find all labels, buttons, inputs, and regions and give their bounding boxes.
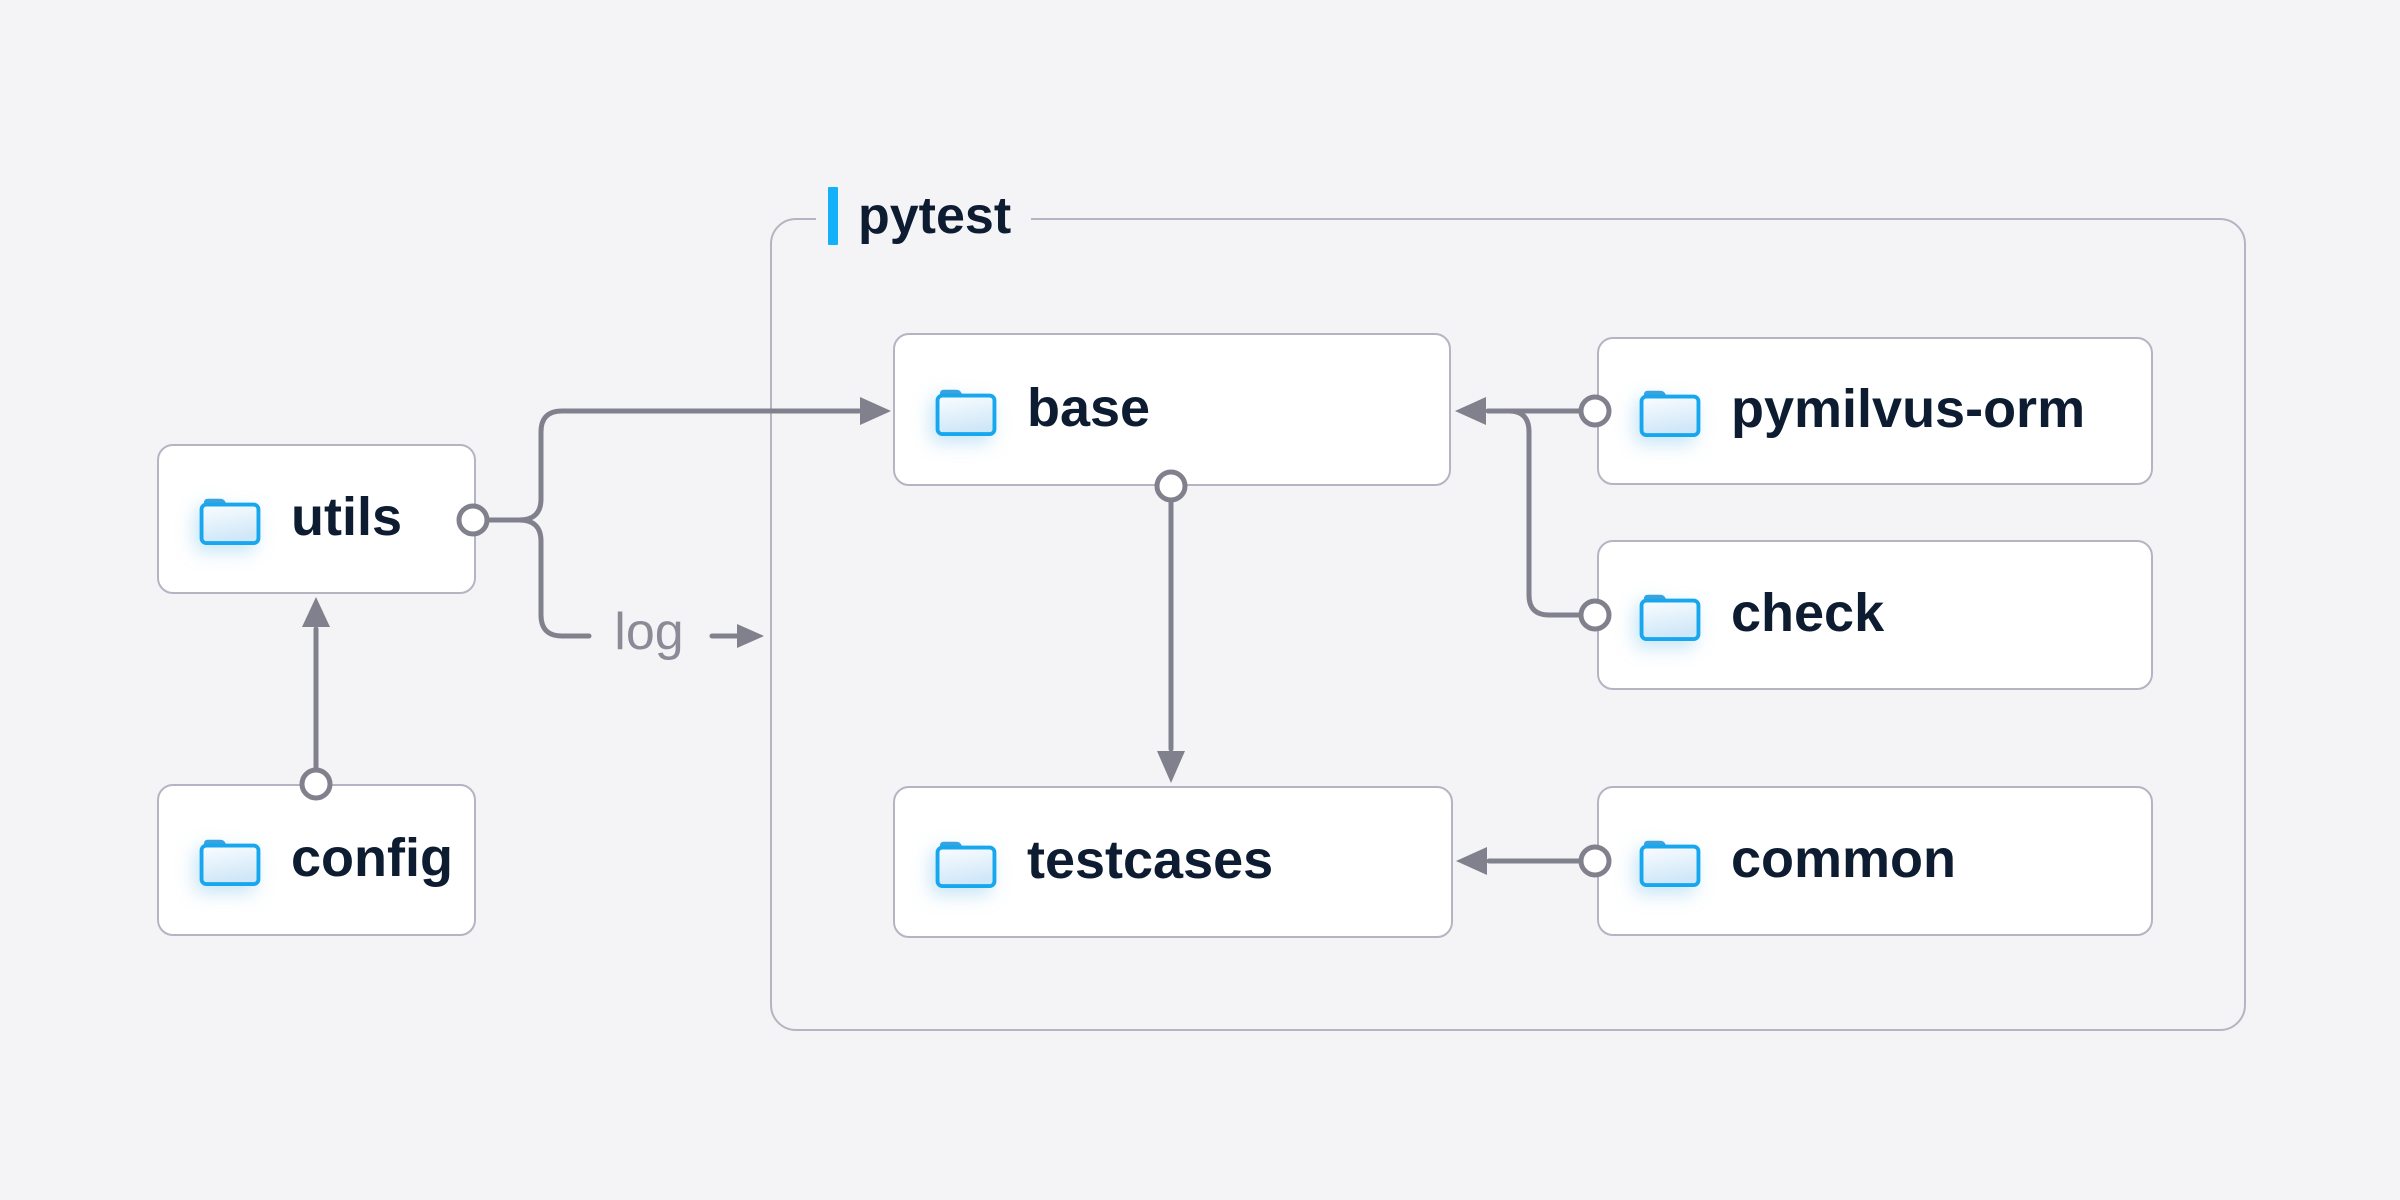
folder-icon (1639, 594, 1701, 642)
node-label: pymilvus-orm (1731, 379, 2086, 439)
edge-config-to-utils (302, 597, 330, 771)
node-pymilvus-orm: pymilvus-orm (1597, 337, 2153, 485)
folder-icon (935, 841, 997, 889)
node-label: common (1731, 829, 1957, 889)
node-common: common (1597, 786, 2153, 936)
container-title: pytest (858, 187, 1012, 245)
pytest-container (770, 218, 2246, 1031)
folder-icon (1639, 840, 1701, 888)
folder-icon (1639, 390, 1701, 438)
folder-icon (199, 839, 261, 887)
node-label: config (291, 828, 453, 888)
node-label: check (1731, 583, 1885, 643)
node-label: utils (291, 487, 403, 547)
pytest-container-label: pytest (816, 186, 1032, 246)
node-config: config (157, 784, 476, 936)
log-edge-label: log (614, 603, 684, 661)
folder-icon (199, 498, 261, 546)
node-label: testcases (1027, 830, 1274, 890)
node-base: base (893, 333, 1451, 486)
node-label: base (1027, 377, 1151, 438)
node-testcases: testcases (893, 786, 1453, 938)
accent-bar-icon (828, 187, 838, 245)
node-utils: utils (157, 444, 476, 594)
folder-icon (935, 389, 997, 436)
node-check: check (1597, 540, 2153, 690)
